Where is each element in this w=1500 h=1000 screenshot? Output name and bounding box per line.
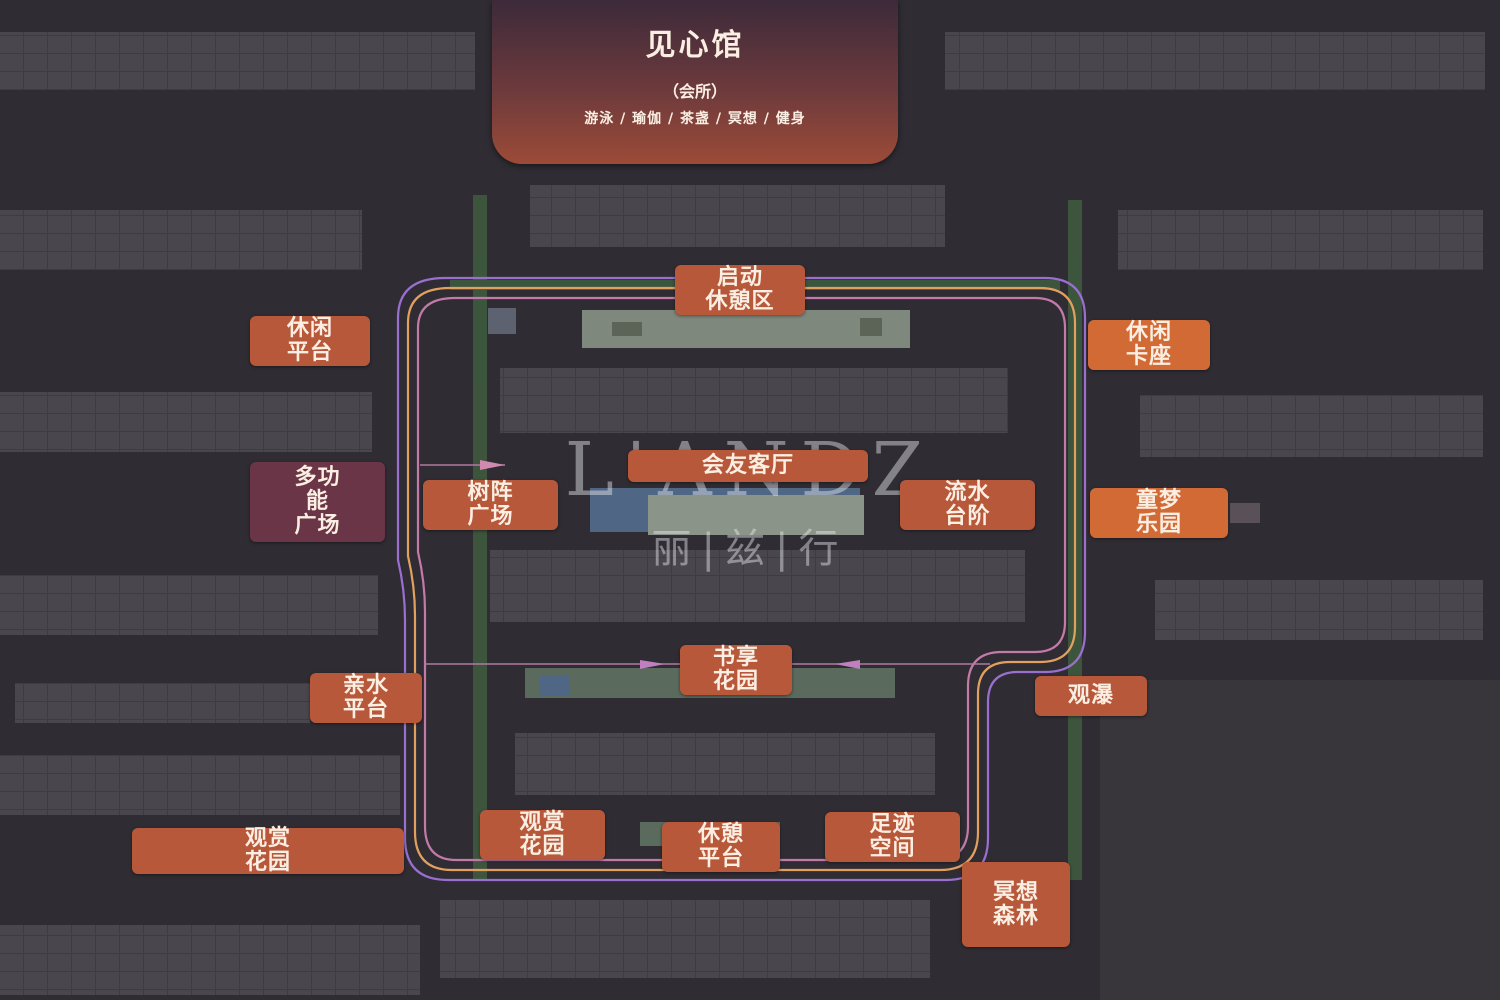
- label-xiuxian-pingtai[interactable]: 休闲平台: [250, 316, 370, 366]
- label-liushui[interactable]: 流水台阶: [900, 480, 1035, 530]
- label-guanpu[interactable]: 观瀑: [1035, 676, 1147, 716]
- clubhouse-activities: 游泳 / 瑜伽 / 茶盏 / 冥想 / 健身: [584, 111, 806, 127]
- buildings-left: [0, 32, 475, 995]
- clubhouse-banner: 见心馆 （会所） 游泳 / 瑜伽 / 茶盏 / 冥想 / 健身: [492, 0, 898, 164]
- label-huiyou[interactable]: 会友客厅: [628, 450, 868, 482]
- buildings-right: [945, 32, 1485, 640]
- clubhouse-subtitle: （会所）: [662, 82, 727, 101]
- label-mingxiang[interactable]: 冥想森林: [962, 862, 1070, 947]
- clubhouse-title: 见心馆: [645, 28, 745, 63]
- label-shuting[interactable]: 书享花园: [680, 645, 792, 695]
- label-qinshui[interactable]: 亲水平台: [310, 673, 422, 723]
- label-qidong[interactable]: 启动休憩区: [675, 265, 805, 315]
- label-guanshang-inner[interactable]: 观赏花园: [480, 810, 605, 860]
- watermark-brand-cn: 丽|兹|行: [651, 526, 849, 572]
- label-guanshang-left[interactable]: 观赏花园: [132, 827, 404, 875]
- label-duogongneng[interactable]: 多功能广场: [250, 462, 385, 542]
- label-tongmeng[interactable]: 童梦乐园: [1090, 488, 1228, 538]
- label-zuji[interactable]: 足迹空间: [825, 812, 960, 862]
- label-xiuxian-kazuo[interactable]: 休闲卡座: [1088, 320, 1210, 370]
- label-xiuqi-pingtai[interactable]: 休憩平台: [662, 822, 780, 872]
- label-shuzhen[interactable]: 树阵广场: [423, 480, 558, 530]
- buildings-center: [440, 185, 1025, 978]
